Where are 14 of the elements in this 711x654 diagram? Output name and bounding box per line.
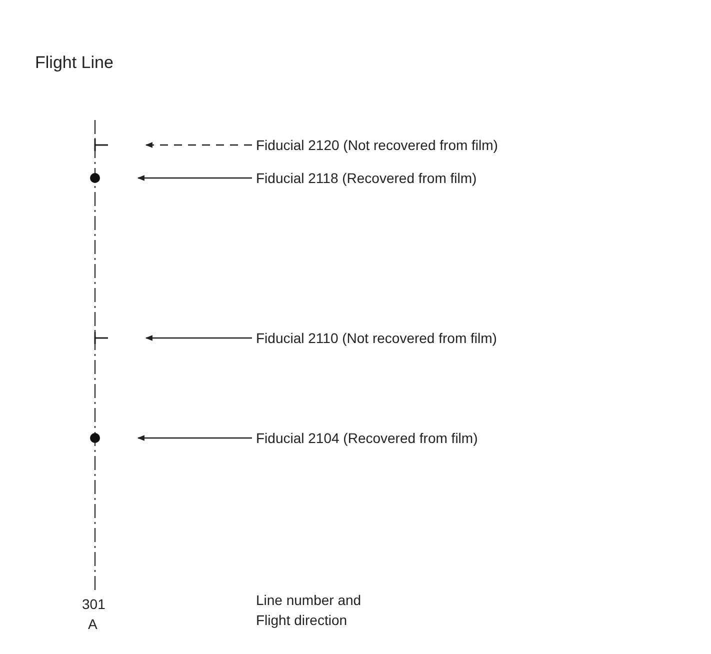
line-number: 301 xyxy=(82,595,106,614)
arrow xyxy=(145,335,252,341)
fiducial-tick xyxy=(94,332,108,344)
fiducial-label: Fiducial 2120 (Not recovered from film) xyxy=(256,135,498,155)
direction-mark: A xyxy=(88,615,98,634)
fiducial-label: Fiducial 2118 (Recovered from film) xyxy=(256,168,477,188)
arrow xyxy=(137,435,252,441)
diagram-title: Flight Line xyxy=(35,52,114,74)
fiducial-label: Fiducial 2104 (Recovered from film) xyxy=(256,428,478,448)
fiducial-label: Fiducial 2110 (Not recovered from film) xyxy=(256,328,497,348)
arrow xyxy=(145,142,252,148)
legend-note: Line number and Flight direction xyxy=(256,591,362,630)
fiducial-tick xyxy=(94,139,108,151)
arrow xyxy=(137,175,252,181)
